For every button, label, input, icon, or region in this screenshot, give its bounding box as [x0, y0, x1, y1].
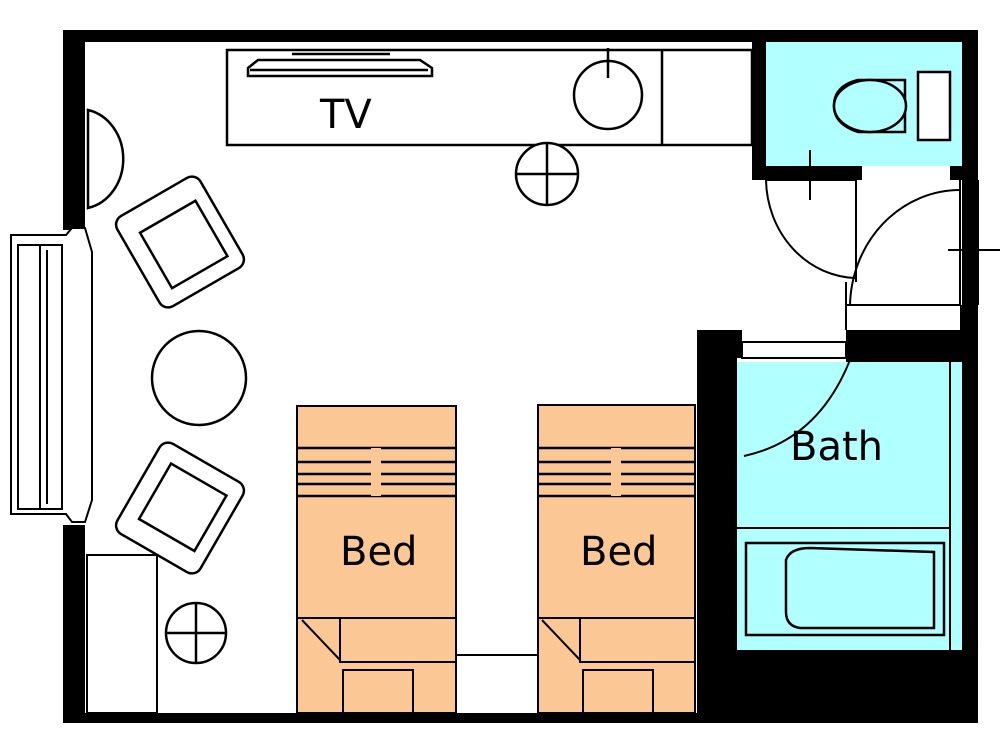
bathtub-icon [744, 541, 946, 637]
cabinet [86, 554, 158, 714]
wall-toilet-left [752, 30, 766, 180]
bath-room-outline [737, 341, 951, 650]
window [10, 227, 93, 523]
wall-bath-top-left [697, 330, 742, 358]
hallway-door [845, 180, 1000, 330]
bath-label: Bath [790, 424, 883, 470]
armchair-top-icon [114, 175, 246, 309]
round-table-icon [150, 329, 248, 427]
wall-right [962, 30, 978, 723]
walls [63, 30, 978, 723]
wall-toilet-bottom [766, 166, 862, 180]
closet-door [86, 108, 125, 210]
lamp-icon [514, 141, 580, 207]
tv-counter [225, 48, 754, 147]
wall-left-upper [63, 30, 85, 230]
sink-icon [572, 48, 644, 131]
tv-label: TV [319, 92, 372, 138]
tv-icon [246, 52, 434, 78]
wall-toilet-bottom-right [950, 166, 978, 180]
toilet-icon [832, 70, 952, 142]
lamp-icon-lower [164, 601, 228, 665]
wall-bath-top-right [846, 330, 978, 362]
bed-right-label: Bed [580, 529, 657, 575]
toilet-door [765, 150, 857, 282]
wall-left-lower [63, 525, 85, 723]
bed-right [537, 404, 696, 714]
armchair-bottom-icon [114, 441, 246, 575]
wall-bath-bottom [697, 650, 978, 723]
wall-bottom [63, 713, 978, 723]
bed-left-label: Bed [340, 529, 417, 575]
bed-left [296, 405, 457, 714]
wall-hall-right [960, 305, 978, 365]
wall-top [63, 30, 975, 42]
